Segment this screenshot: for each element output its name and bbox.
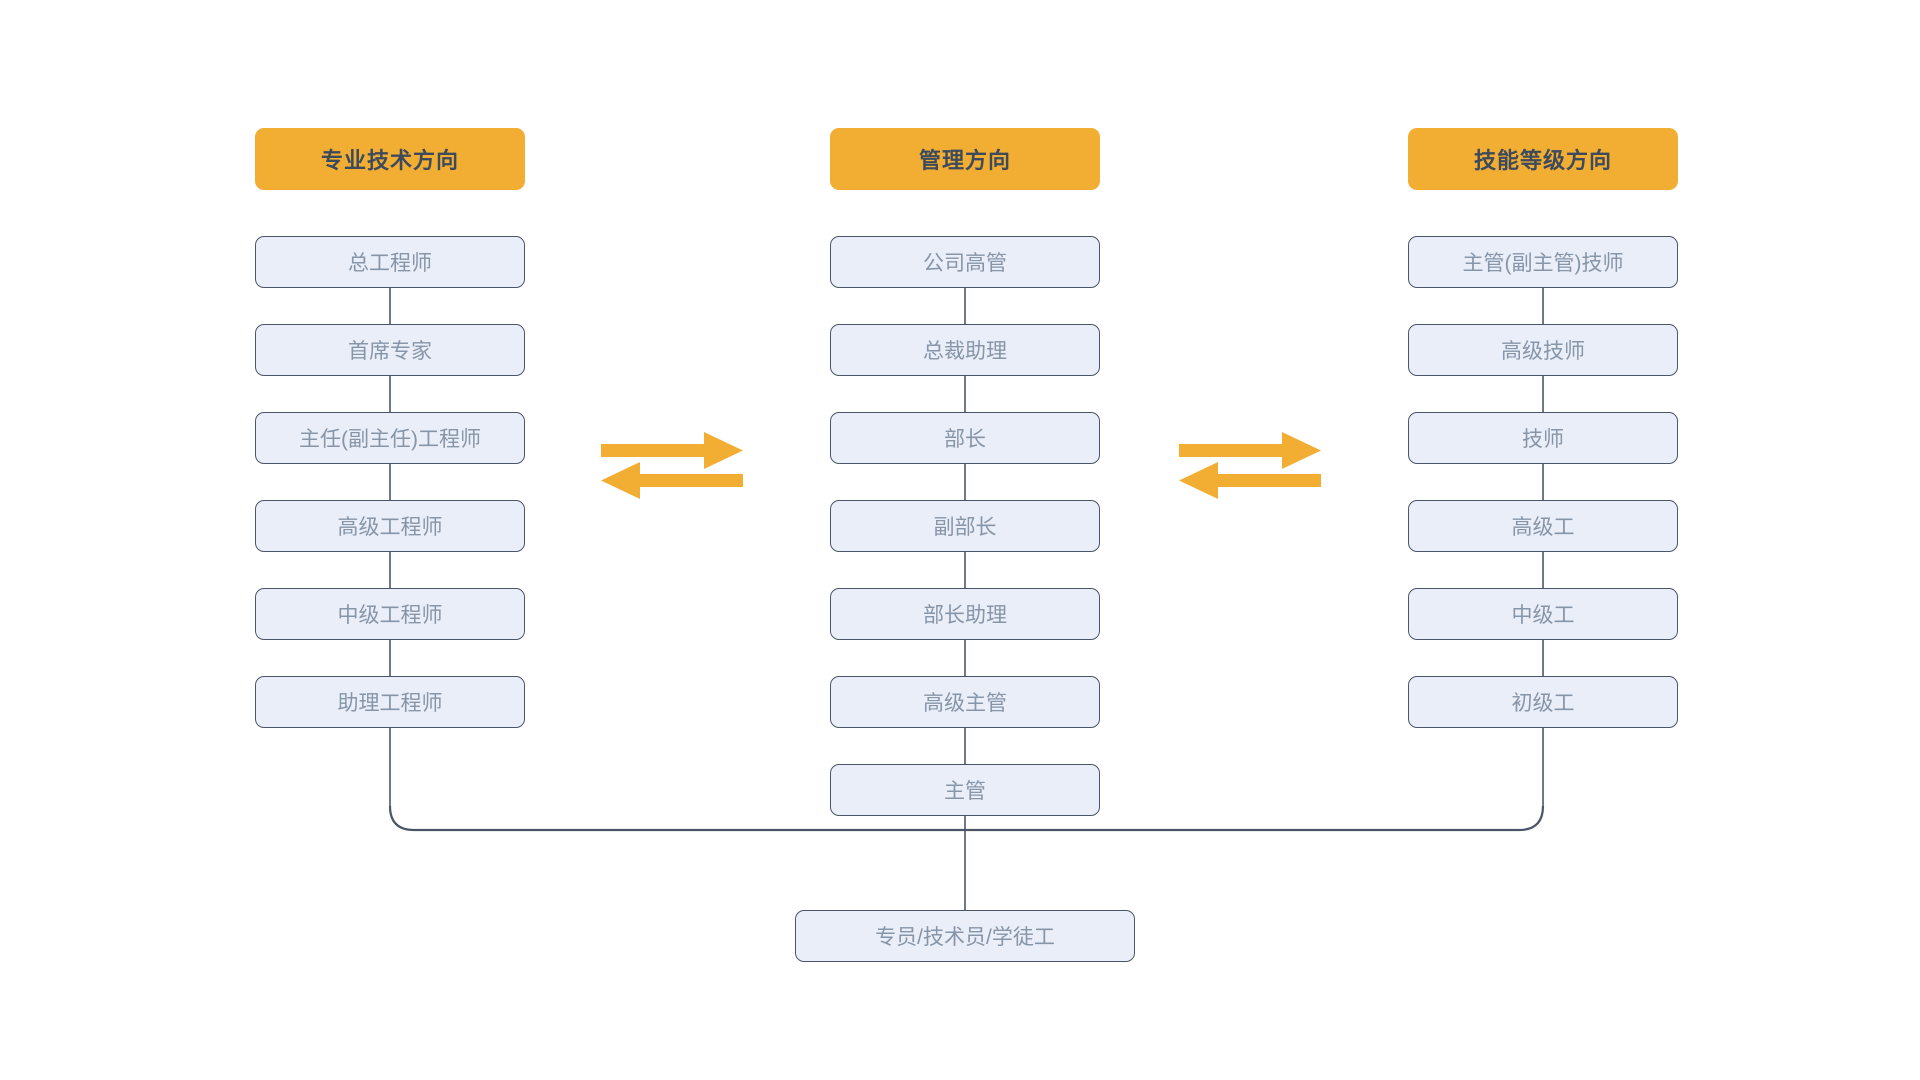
column-header-management[interactable]: 管理方向 <box>830 128 1100 190</box>
node-management-4[interactable]: 部长助理 <box>830 588 1100 640</box>
node-technical-4[interactable]: 中级工程师 <box>255 588 525 640</box>
node-skill-0[interactable]: 主管(副主管)技师 <box>1408 236 1678 288</box>
node-skill-2[interactable]: 技师 <box>1408 412 1678 464</box>
node-skill-1[interactable]: 高级技师 <box>1408 324 1678 376</box>
bidirectional-exchange-arrows-icon <box>1179 432 1321 499</box>
node-technical-5[interactable]: 助理工程师 <box>255 676 525 728</box>
node-management-6[interactable]: 主管 <box>830 764 1100 816</box>
node-skill-5[interactable]: 初级工 <box>1408 676 1678 728</box>
node-technical-3[interactable]: 高级工程师 <box>255 500 525 552</box>
node-management-0[interactable]: 公司高管 <box>830 236 1100 288</box>
bidirectional-exchange-arrows-icon <box>601 432 743 499</box>
node-base-entry[interactable]: 专员/技术员/学徒工 <box>795 910 1135 962</box>
node-technical-2[interactable]: 主任(副主任)工程师 <box>255 412 525 464</box>
node-technical-1[interactable]: 首席专家 <box>255 324 525 376</box>
node-management-3[interactable]: 副部长 <box>830 500 1100 552</box>
swap-arrow-right <box>1175 428 1325 503</box>
column-header-skill[interactable]: 技能等级方向 <box>1408 128 1678 190</box>
column-header-technical[interactable]: 专业技术方向 <box>255 128 525 190</box>
node-skill-4[interactable]: 中级工 <box>1408 588 1678 640</box>
node-technical-0[interactable]: 总工程师 <box>255 236 525 288</box>
node-management-1[interactable]: 总裁助理 <box>830 324 1100 376</box>
node-management-5[interactable]: 高级主管 <box>830 676 1100 728</box>
node-management-2[interactable]: 部长 <box>830 412 1100 464</box>
node-skill-3[interactable]: 高级工 <box>1408 500 1678 552</box>
swap-arrow-left <box>597 428 747 503</box>
